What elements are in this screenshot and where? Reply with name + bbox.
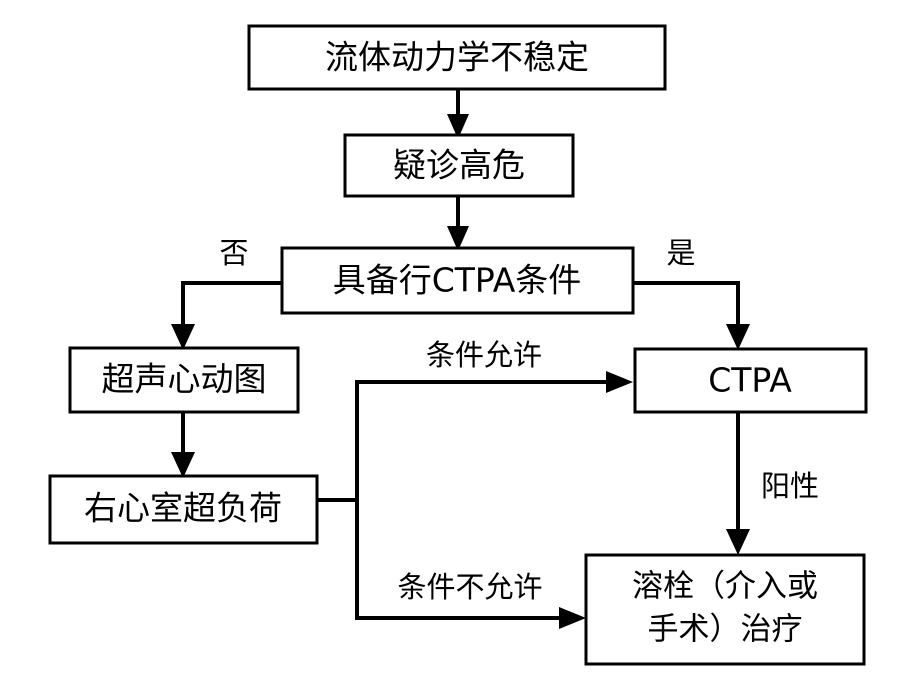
edge-label-conditions-permit: 条件允许 (426, 338, 542, 372)
node-hemodynamic-instability[interactable]: 流体动力学不稳定 (247, 24, 667, 91)
edge-instability-to-suspected (447, 89, 469, 139)
edge-suspected-to-ctpafeasible (447, 196, 469, 251)
node-treatment[interactable]: 溶栓（介入或 手术）治疗 (584, 553, 866, 666)
node-treatment-label-line1: 溶栓（介入或 (632, 569, 818, 605)
edge-no-to-echocardiography (171, 281, 282, 350)
node-echocardiography[interactable]: 超声心动图 (68, 346, 300, 414)
edge-ctpa-to-treatment (726, 412, 750, 555)
node-ctpa[interactable]: CTPA (633, 347, 868, 414)
edge-label-conditions-not-permit: 条件不允许 (397, 570, 542, 604)
node-hemodynamic-instability-label: 流体动力学不稳定 (325, 38, 589, 77)
node-ctpa-feasible[interactable]: 具备行CTPA条件 (280, 246, 635, 315)
edge-echo-to-rvoverload (171, 412, 195, 478)
node-treatment-label-line2: 手术）治疗 (648, 612, 803, 648)
node-ctpa-feasible-label: 具备行CTPA条件 (333, 261, 582, 300)
edge-conditions-not-permit-to-treatment (357, 607, 586, 629)
node-ctpa-label: CTPA (708, 361, 792, 400)
edge-label-positive: 阳性 (761, 469, 819, 503)
edge-conditions-permit-to-ctpa (357, 371, 633, 393)
node-rv-overload[interactable]: 右心室超负荷 (48, 474, 319, 545)
edge-label-no: 否 (219, 236, 248, 270)
edge-label-yes: 是 (666, 236, 695, 270)
edge-yes-to-ctpa (633, 281, 750, 350)
node-suspected-high-risk[interactable]: 疑诊高危 (343, 133, 575, 198)
node-suspected-high-risk-label: 疑诊高危 (393, 146, 525, 185)
node-rv-overload-label: 右心室超负荷 (84, 489, 282, 528)
node-echocardiography-label: 超声心动图 (102, 360, 267, 399)
